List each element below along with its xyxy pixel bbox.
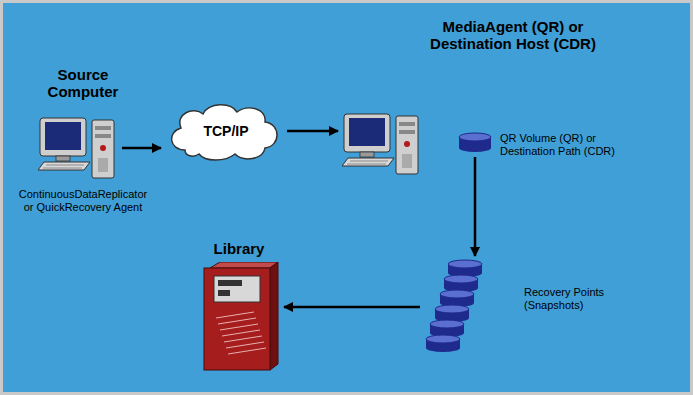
recovery-points: Recovery Points (Snapshots) [424,258,624,356]
snapshot-stack [424,258,486,356]
network-label: TCP/IP [199,123,248,139]
flow-arrow [122,147,161,150]
qr-volume: QR Volume (QR) or Destination Path (CDR) [458,132,658,158]
node-title: Source Computer [38,66,128,100]
computer-icon [38,114,118,182]
disk-icon [458,132,492,154]
node-title: Library [194,240,284,257]
source-computer: Source ComputerContinuousDataReplicator … [8,66,158,214]
flow-arrow [474,157,477,256]
snapshot-label: Recovery Points (Snapshots) [524,286,619,312]
flow-arrow [287,130,338,133]
node-title: MediaAgent (QR) or Destination Host (CDR… [418,18,608,52]
library-icon [202,262,280,372]
network-cloud: TCP/IP [165,100,283,162]
computer-icon [342,110,422,178]
volume-label: QR Volume (QR) or Destination Path (CDR) [500,132,650,158]
flow-arrow [284,306,420,309]
library: Library [196,240,286,372]
agent-label: ContinuousDataReplicator or QuickRecover… [13,188,153,214]
